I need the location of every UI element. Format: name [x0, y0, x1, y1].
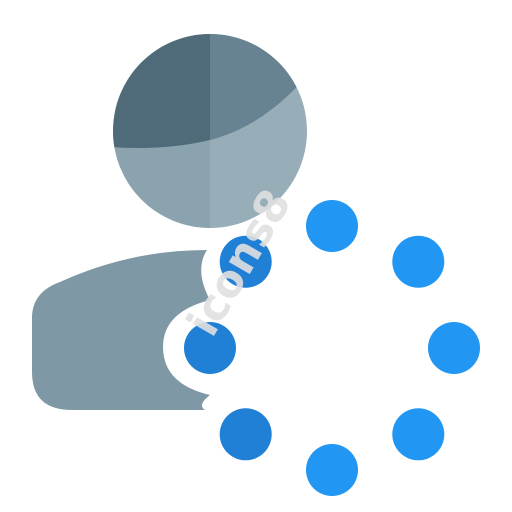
loading-dot	[428, 322, 480, 374]
loading-spinner-icon	[184, 200, 480, 496]
loading-dot	[392, 235, 445, 288]
loading-dot	[306, 444, 358, 496]
loading-dot	[306, 200, 358, 252]
user-body	[32, 250, 210, 410]
loading-dot	[392, 408, 445, 461]
loading-dot	[184, 322, 236, 374]
loading-dot	[219, 408, 272, 461]
loading-dot	[219, 235, 272, 288]
